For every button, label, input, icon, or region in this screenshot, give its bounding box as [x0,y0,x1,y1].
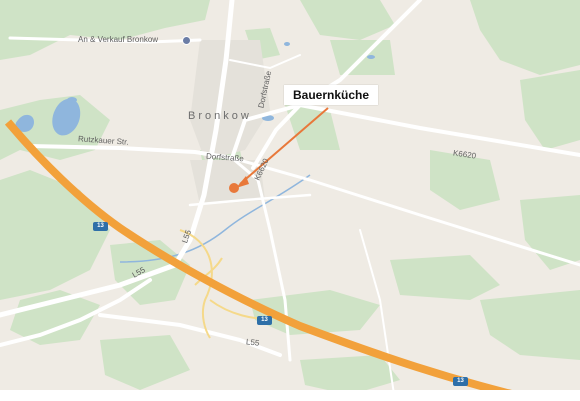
motorway-a13 [4,119,541,401]
shopping-icon[interactable] [182,36,191,45]
route-shield-13: 13 [453,377,468,386]
route-shield-13: 13 [93,222,108,231]
street-label-l55-south: L55 [245,337,260,348]
stream [119,174,311,263]
poi-label[interactable]: An & Verkauf Bronkow [78,35,159,44]
callout-arrow [239,107,329,185]
town-label: Bronkow [188,110,252,122]
callout-arrowhead [236,176,249,188]
bottom-band [0,390,580,401]
callout-bauernkueche[interactable]: Bauernküche [284,85,379,105]
location-dot-icon[interactable] [229,183,239,193]
water-bodies [15,42,375,136]
route-shield-13: 13 [257,316,272,325]
